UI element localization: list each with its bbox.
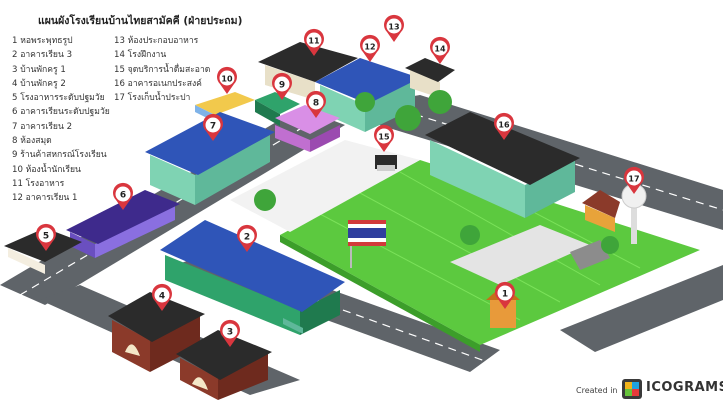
marker-number: 4 [159,292,165,302]
legend-item: 7 อาคารเรียน 2 [12,121,73,132]
legend-item: 15 จุดบริการน้ำดื่มสะอาด [114,64,211,75]
courtyard [230,140,420,232]
legend-item: 1 หอพระพุทธรูป [12,36,73,46]
building-8 [275,105,340,152]
marker-badge [239,228,255,244]
marker-number: 9 [279,81,285,91]
legend-item: 5 โรงอาหารระดับปฐมวัย [12,93,105,104]
marker-number: 8 [313,99,319,109]
credit-brand: ICOGRAMS [646,380,723,395]
marker-number: 1 [502,290,508,300]
legend-item: 17 โรงเก็บน้ำประปา [114,93,191,104]
marker-7: 7 [202,113,223,141]
marker-number: 6 [120,191,126,201]
marker-11: 11 [304,28,324,56]
legend-item: 11 โรงอาหาร [12,178,65,189]
marker-number: 2 [244,233,250,243]
marker-4: 4 [152,283,172,311]
legend-item: 12 อาคารเรียน 1 [12,193,78,204]
trees [254,90,619,254]
building-6 [66,190,180,258]
legend-item: 10 ห้องน้ำนักเรียน [12,164,81,175]
legend-column-1: 1 หอพระพุทธรูป 2 อาคารเรียน 3 3 บ้านพักครู… [12,34,110,206]
marker-badge [362,38,378,54]
legend: แผนผังโรงเรียนบ้านไทยสามัคคี (ฝ่ายประถม)… [10,8,243,208]
marker-15: 15 [374,124,395,152]
marker-number: 7 [210,122,216,132]
marker-1: 1 [495,281,515,309]
marker-badge [274,76,290,92]
marker-16: 16 [494,112,514,140]
legend-item: 6 อาคารเรียนระดับปฐมวัย [12,107,110,118]
basketball-court [450,225,610,285]
building-14 [405,58,455,98]
building-7 [145,112,275,205]
marker-number: 11 [308,37,320,46]
marker-badge [219,70,235,86]
marker-number: 12 [364,43,375,52]
marker-number: 16 [498,121,510,130]
map-title: แผนผังโรงเรียนบ้านไทยสามัคคี (ฝ่ายประถม) [38,15,243,27]
marker-number: 13 [388,23,399,32]
marker-badge [308,94,324,110]
hut [582,190,620,232]
legend-column-2: 13 ห้องประกอบอาหาร 14 โรงฝึกงาน 15 จุดบริก… [114,34,210,105]
marker-number: 15 [378,133,390,142]
building-12 [315,58,420,132]
house-3 [176,330,272,400]
marker-badge [376,128,392,144]
marker-3: 3 [219,319,240,347]
marker-5: 5 [36,223,57,251]
building-9 [255,92,300,126]
flag [348,220,386,268]
grass-edge [280,235,480,352]
marker-10: 10 [217,66,237,94]
marker-number: 14 [434,45,446,54]
legend-item: 9 ร้านค้าสหกรณ์โรงเรียน [12,150,107,161]
credit: Created in ICOGRAMS [574,376,723,406]
marker-8: 8 [306,90,326,118]
marker-9: 9 [272,72,292,100]
legend-item: 8 ห้องสมุด [12,136,52,147]
marker-17: 17 [624,166,644,194]
marker-badge [497,285,513,301]
legend-item: 2 อาคารเรียน 3 [12,50,73,61]
marker-badge [205,117,221,133]
marker-badge [386,18,402,34]
credit-created-in: Created in [576,386,618,395]
legend-item: 13 ห้องประกอบอาหาร [114,36,199,46]
marker-badge [626,170,642,186]
building-2 [160,220,345,335]
marker-2: 2 [237,224,257,252]
legend-item: 16 อาคารอเนกประสงค์ [114,78,202,89]
legend-item: 4 บ้านพักครู 2 [12,78,66,89]
legend-item: 14 โรงฝึกงาน [114,50,167,61]
marker-number: 5 [43,232,49,242]
legend-item: 3 บ้านพักครู 1 [12,64,66,75]
house-4 [108,292,205,372]
building-15 [375,155,397,171]
marker-number: 10 [221,75,233,84]
icograms-logo-icon [622,379,642,399]
marker-6: 6 [112,182,133,210]
marker-badge [496,116,512,132]
marker-badge [222,323,238,339]
marker-number: 17 [628,175,639,184]
building-16 [425,112,580,218]
marker-badge [306,32,322,48]
marker-badge [38,227,54,243]
marker-badge [115,186,131,202]
marker-13: 13 [384,14,405,42]
marker-14: 14 [429,36,450,64]
road-bottom-right [560,265,723,352]
marker-12: 12 [360,34,380,62]
marker-badge [432,40,448,56]
marker-number: 3 [227,328,233,338]
marker-badge [154,287,170,303]
